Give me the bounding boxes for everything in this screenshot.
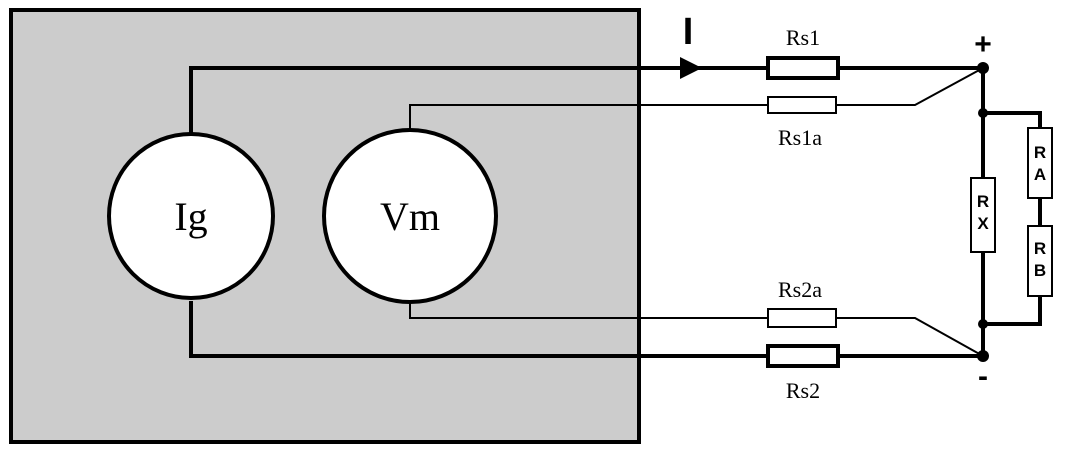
resistor-rs2a <box>767 308 837 328</box>
minus-terminal-label: - <box>978 360 988 393</box>
plus-terminal-label: + <box>974 28 992 61</box>
rs2-label: Rs2 <box>786 378 820 403</box>
current-source-circle <box>107 132 275 300</box>
resistor-rx <box>970 177 996 253</box>
junction-dots <box>977 62 989 362</box>
rs1a-label: Rs1a <box>778 125 822 150</box>
resistor-rs2 <box>766 344 840 368</box>
current-label: I <box>683 11 694 53</box>
voltmeter-circle <box>322 128 498 304</box>
voltmeter-label: Vm <box>380 194 440 239</box>
current-source-label: Ig <box>174 194 207 239</box>
current-loop-wires <box>189 66 1042 358</box>
resistor-ra <box>1027 127 1053 199</box>
current-direction-arrow <box>680 57 702 79</box>
rs1-label: Rs1 <box>786 25 820 50</box>
resistor-rs1a <box>767 96 837 114</box>
resistor-rs1 <box>766 56 840 80</box>
rs2a-label: Rs2a <box>778 277 822 302</box>
resistor-rb <box>1027 225 1053 297</box>
